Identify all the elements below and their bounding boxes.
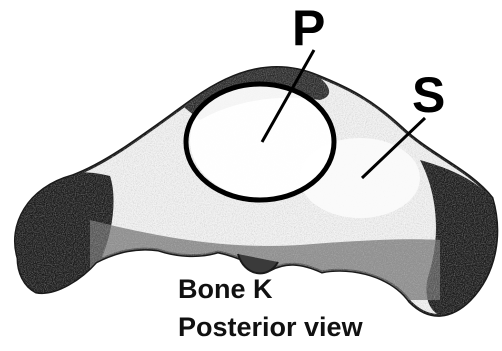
caption-bone-name: Bone K [178, 274, 273, 304]
label-s: S [412, 67, 445, 123]
caption-view: Posterior view [178, 312, 364, 342]
label-p: P [292, 0, 325, 56]
